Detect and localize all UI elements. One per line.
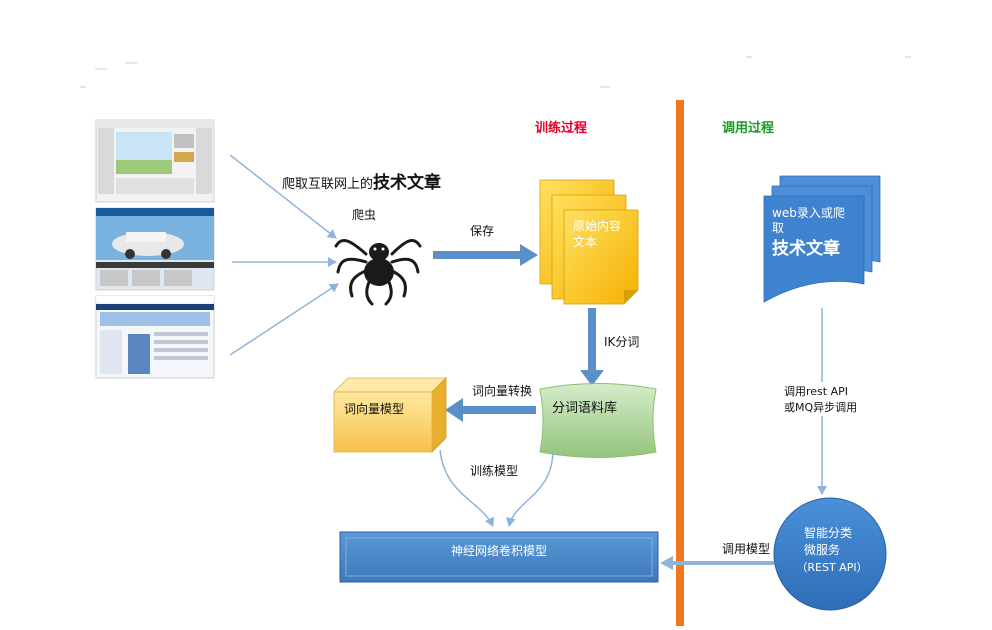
- crawl-caption-prefix: 爬取互联网上的: [282, 176, 373, 192]
- raw-content-docs: [539, 179, 639, 305]
- cnn-model-label: 神经网络卷积模型: [451, 543, 547, 558]
- section-divider: [676, 100, 684, 626]
- cnn-model-box: [339, 531, 659, 583]
- save-arrow: [433, 244, 538, 266]
- call-model-label: 调用模型: [722, 542, 770, 556]
- train-model-arrows: [439, 449, 554, 527]
- raw-content-line1: 原始内容: [573, 218, 621, 233]
- vector-convert-arrow: [445, 398, 536, 422]
- corpus-shape: [539, 383, 657, 458]
- spider-label: 爬虫: [352, 208, 376, 222]
- call-api-label-bg: [782, 382, 872, 416]
- corpus-label: 分词语料库: [552, 400, 617, 416]
- save-label: 保存: [470, 224, 494, 238]
- call-api-line1: 调用rest API: [784, 385, 848, 398]
- vector-model-cube: [333, 377, 447, 453]
- spider-icon: [334, 238, 422, 306]
- section-calling-title: 调用过程: [722, 120, 774, 136]
- crawl-arrows: [229, 154, 339, 356]
- crawl-caption: 爬取互联网上的技术文章: [282, 172, 441, 193]
- call-api-line2: 或MQ异步调用: [784, 401, 857, 414]
- ik-arrow: [580, 308, 604, 386]
- service-circle: [773, 497, 887, 611]
- crawl-caption-emph: 技术文章: [373, 172, 441, 193]
- vector-convert-label: 词向量转换: [472, 383, 532, 398]
- website-screenshot-1: [95, 119, 215, 203]
- website-screenshot-3: [95, 295, 215, 379]
- web-input-docs: [763, 175, 881, 303]
- section-training-title: 训练过程: [535, 120, 587, 136]
- web-input-emph: 技术文章: [772, 238, 840, 259]
- web-input-line2: 取: [772, 221, 784, 235]
- call-model-arrow: [660, 556, 774, 570]
- ik-label: IK分词: [604, 335, 639, 349]
- service-line1: 智能分类: [804, 525, 852, 540]
- service-line3: （REST API）: [796, 561, 867, 574]
- website-screenshot-2: [95, 207, 215, 291]
- vector-model-label: 词向量模型: [344, 401, 404, 416]
- train-model-label: 训练模型: [470, 463, 518, 478]
- service-line2: 微服务: [804, 542, 840, 557]
- top-decoration: [80, 56, 911, 88]
- raw-content-line2: 文本: [573, 234, 597, 249]
- web-input-line1: web录入或爬: [772, 206, 845, 220]
